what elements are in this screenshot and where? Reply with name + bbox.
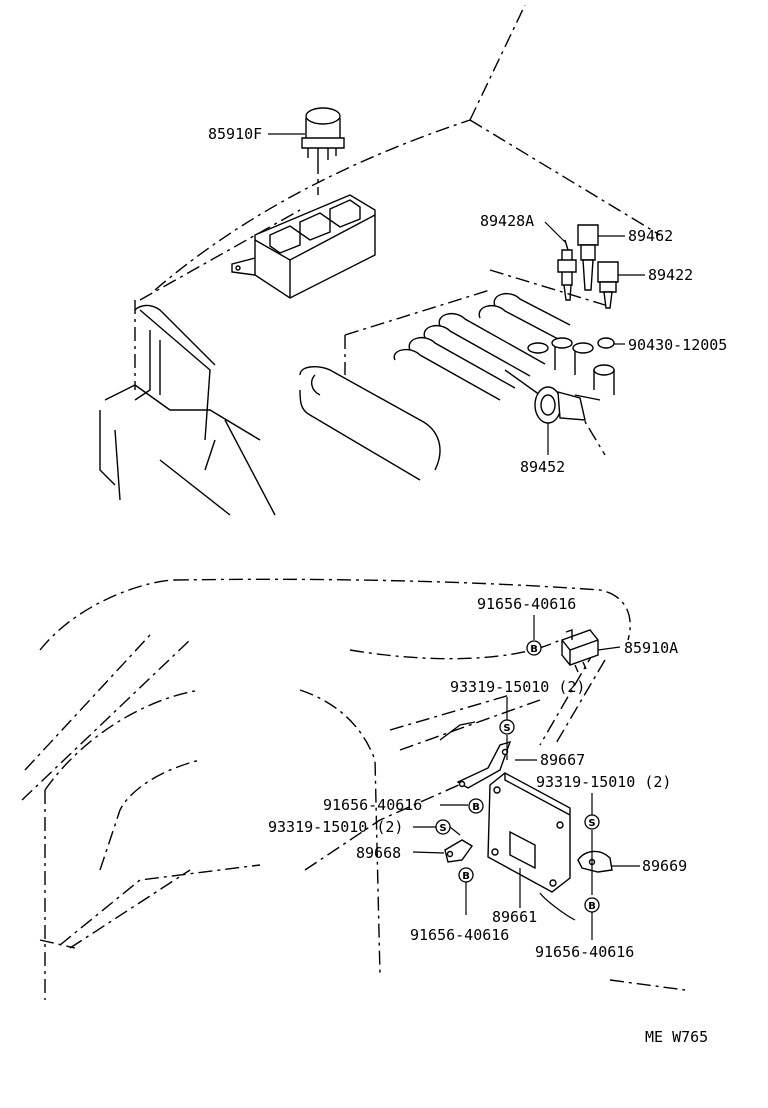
screw-icon: S — [584, 814, 600, 830]
gasket-icon — [597, 337, 615, 349]
bracket-89669-icon — [577, 850, 613, 873]
screw-icon: S — [499, 719, 515, 735]
ecu-89661-icon — [487, 772, 571, 893]
screw-icon: S — [435, 819, 451, 835]
label-93319-15010-right: 93319-15010 (2) — [536, 773, 671, 791]
label-89452: 89452 — [520, 458, 565, 476]
relay-85910f-icon — [301, 107, 345, 160]
label-89422: 89422 — [648, 266, 693, 284]
upper-leaders — [268, 133, 645, 455]
intake-manifold — [299, 292, 615, 481]
label-91656-40616-top: 91656-40616 — [477, 595, 576, 613]
engine-bay-outline — [99, 4, 661, 516]
label-89669: 89669 — [642, 857, 687, 875]
label-89661: 89661 — [492, 908, 537, 926]
label-89462: 89462 — [628, 227, 673, 245]
label-90430-12005: 90430-12005 — [628, 336, 727, 354]
bolt-icon: B — [526, 640, 542, 656]
label-91656-40616-bottom-right: 91656-40616 — [535, 943, 634, 961]
label-91656-40616-bottom-left: 91656-40616 — [410, 926, 509, 944]
svg-text:S: S — [503, 723, 510, 734]
sensor-89422-icon — [597, 261, 619, 309]
dashboard-outline — [21, 578, 686, 1000]
label-89667: 89667 — [540, 751, 585, 769]
label-91656-40616-left: 91656-40616 — [323, 796, 422, 814]
svg-text:S: S — [588, 818, 595, 829]
bracket-89668-icon — [444, 839, 474, 863]
label-85910a: 85910A — [624, 639, 678, 657]
svg-text:B: B — [462, 871, 470, 882]
bracket-89667-icon — [456, 740, 512, 789]
throttle-sensor-89452-icon — [534, 386, 586, 424]
svg-text:S: S — [439, 823, 446, 834]
label-85910f: 85910F — [208, 125, 262, 143]
relay-85910a-icon — [561, 629, 599, 673]
label-93319-15010-left: 93319-15010 (2) — [268, 818, 403, 836]
label-89668: 89668 — [356, 844, 401, 862]
bolt-icon: B — [468, 798, 484, 814]
svg-text:B: B — [530, 644, 538, 655]
label-89428a: 89428A — [480, 212, 534, 230]
svg-text:B: B — [472, 802, 480, 813]
sensor-89462-icon — [577, 224, 599, 291]
bolt-icon: B — [584, 897, 600, 913]
bolt-icon: B — [458, 867, 474, 883]
label-93319-15010-upper: 93319-15010 (2) — [450, 678, 585, 696]
relay-block — [231, 160, 376, 299]
svg-text:B: B — [588, 901, 596, 912]
switch-89428a-icon — [557, 239, 577, 301]
lower-leaders — [412, 615, 640, 940]
figure-code: ME W765 — [645, 1028, 708, 1046]
